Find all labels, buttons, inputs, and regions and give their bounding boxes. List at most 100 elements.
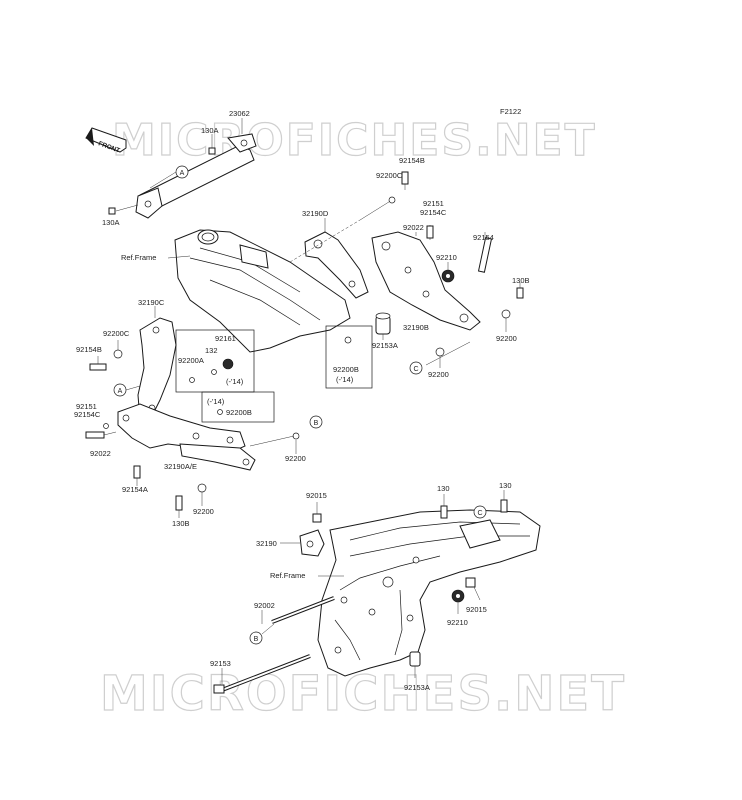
leader [359, 199, 393, 221]
callout-B1: B [309, 415, 323, 429]
label-130-b: 130 [499, 481, 512, 490]
label-92200-low: 92200 [193, 507, 214, 516]
label-32190D: 32190D [302, 209, 329, 218]
label-92200-c: 92200 [428, 370, 449, 379]
label-92154-top: 92154 [473, 233, 494, 242]
leader [261, 623, 275, 635]
bolt-92153 [213, 654, 311, 694]
svg-text:C: C [477, 510, 482, 517]
label-92200A: 92200A [178, 356, 204, 365]
label-92200B-low: 92200B [226, 408, 252, 417]
label-92151-left: 92151 [76, 402, 97, 411]
svg-text:B: B [314, 420, 319, 427]
label-92153A-low: 92153A [404, 683, 430, 692]
washer-icon [113, 349, 123, 359]
callout-B2: B [249, 631, 263, 645]
leader [289, 219, 361, 263]
svg-text:B: B [254, 636, 259, 643]
label-92015-right: 92015 [466, 605, 487, 614]
label-92200C-left: 92200C [103, 329, 130, 338]
label-year-14-c: (-'14) [207, 397, 225, 406]
label-32190AE: 32190A/E [164, 462, 197, 471]
label-92153: 92153 [210, 659, 231, 668]
leader [103, 431, 117, 436]
bolt-icon [401, 171, 409, 185]
label-92154C-left: 92154C [74, 410, 101, 419]
bolt-icon [516, 287, 524, 299]
callout-C2: C [473, 505, 487, 519]
washer-icon [501, 309, 511, 319]
bolt-icon [477, 237, 493, 273]
label-92151-top: 92151 [423, 199, 444, 208]
bolt-icon [208, 147, 216, 155]
callout-A2: A [113, 383, 127, 397]
leader [125, 385, 141, 391]
label-refframe-low: Ref.Frame [270, 571, 305, 580]
svg-text:A: A [118, 388, 123, 395]
label-92002: 92002 [254, 601, 275, 610]
label-92200B-mid: 92200B [333, 365, 359, 374]
label-92161: 92161 [215, 334, 236, 343]
bolt-icon [133, 465, 141, 479]
bracket-32190 [299, 529, 325, 557]
label-92015-top: 92015 [306, 491, 327, 500]
bolt-92002 [271, 596, 335, 624]
washer-icon [435, 347, 445, 357]
bolt-icon [500, 499, 508, 513]
label-92210-low: 92210 [447, 618, 468, 627]
bolt-icon [426, 225, 434, 239]
label-130B-low: 130B [172, 519, 190, 528]
label-130A-left: 130A [102, 218, 120, 227]
label-92210-top: 92210 [436, 253, 457, 262]
bracket-32190C [137, 317, 177, 421]
sleeve-92153A [375, 312, 391, 335]
label-92154A: 92154A [122, 485, 148, 494]
label-92200C-top: 92200C [376, 171, 403, 180]
label-130B-top: 130B [512, 276, 530, 285]
bracket-23062 [135, 133, 257, 219]
callout-A1: A [175, 165, 189, 179]
label-92154B-top: 92154B [399, 156, 425, 165]
callout-C1: C [409, 361, 423, 375]
leader [115, 204, 139, 212]
label-refframe-top: Ref.Frame [121, 253, 156, 262]
label-130A-top: 130A [201, 126, 219, 135]
figure-code: F2122 [500, 107, 521, 116]
bolt-icon [440, 505, 448, 519]
label-32190B: 32190B [403, 323, 429, 332]
washer-icon [388, 196, 396, 204]
nut-92015-icon [312, 513, 322, 523]
label-year-14-a: (-'14) [226, 377, 244, 386]
frame-lower [317, 509, 541, 677]
label-92154B-left: 92154B [76, 345, 102, 354]
label-92200-right: 92200 [496, 334, 517, 343]
leader [167, 255, 191, 259]
label-year-14-b: (-'14) [336, 375, 354, 384]
svg-text:C: C [413, 366, 418, 373]
leader [249, 435, 295, 447]
leader [473, 586, 481, 601]
bolt-icon [108, 207, 116, 215]
bracket-32190B [371, 231, 481, 331]
washer-icon [103, 423, 109, 429]
label-23062: 23062 [229, 109, 250, 118]
leader [149, 171, 177, 189]
box-92200B-upper [325, 325, 373, 389]
bracket-32190AE [117, 403, 256, 471]
bolt-icon [175, 495, 183, 511]
label-130-a: 130 [437, 484, 450, 493]
box-92200B-mid [201, 391, 275, 423]
label-32190: 32190 [256, 539, 277, 548]
nut-92210-icon [451, 589, 465, 603]
leader [425, 341, 471, 366]
frame-upper [174, 229, 351, 353]
label-92022-top: 92022 [403, 223, 424, 232]
bracket-32190D [304, 231, 369, 299]
nut-92210-icon [441, 269, 455, 283]
label-92200-mid: 92200 [285, 454, 306, 463]
sleeve-92153A [409, 651, 421, 667]
washer-icon [197, 483, 207, 493]
nut-92015-icon [465, 577, 476, 588]
bolt-icon [85, 431, 105, 439]
